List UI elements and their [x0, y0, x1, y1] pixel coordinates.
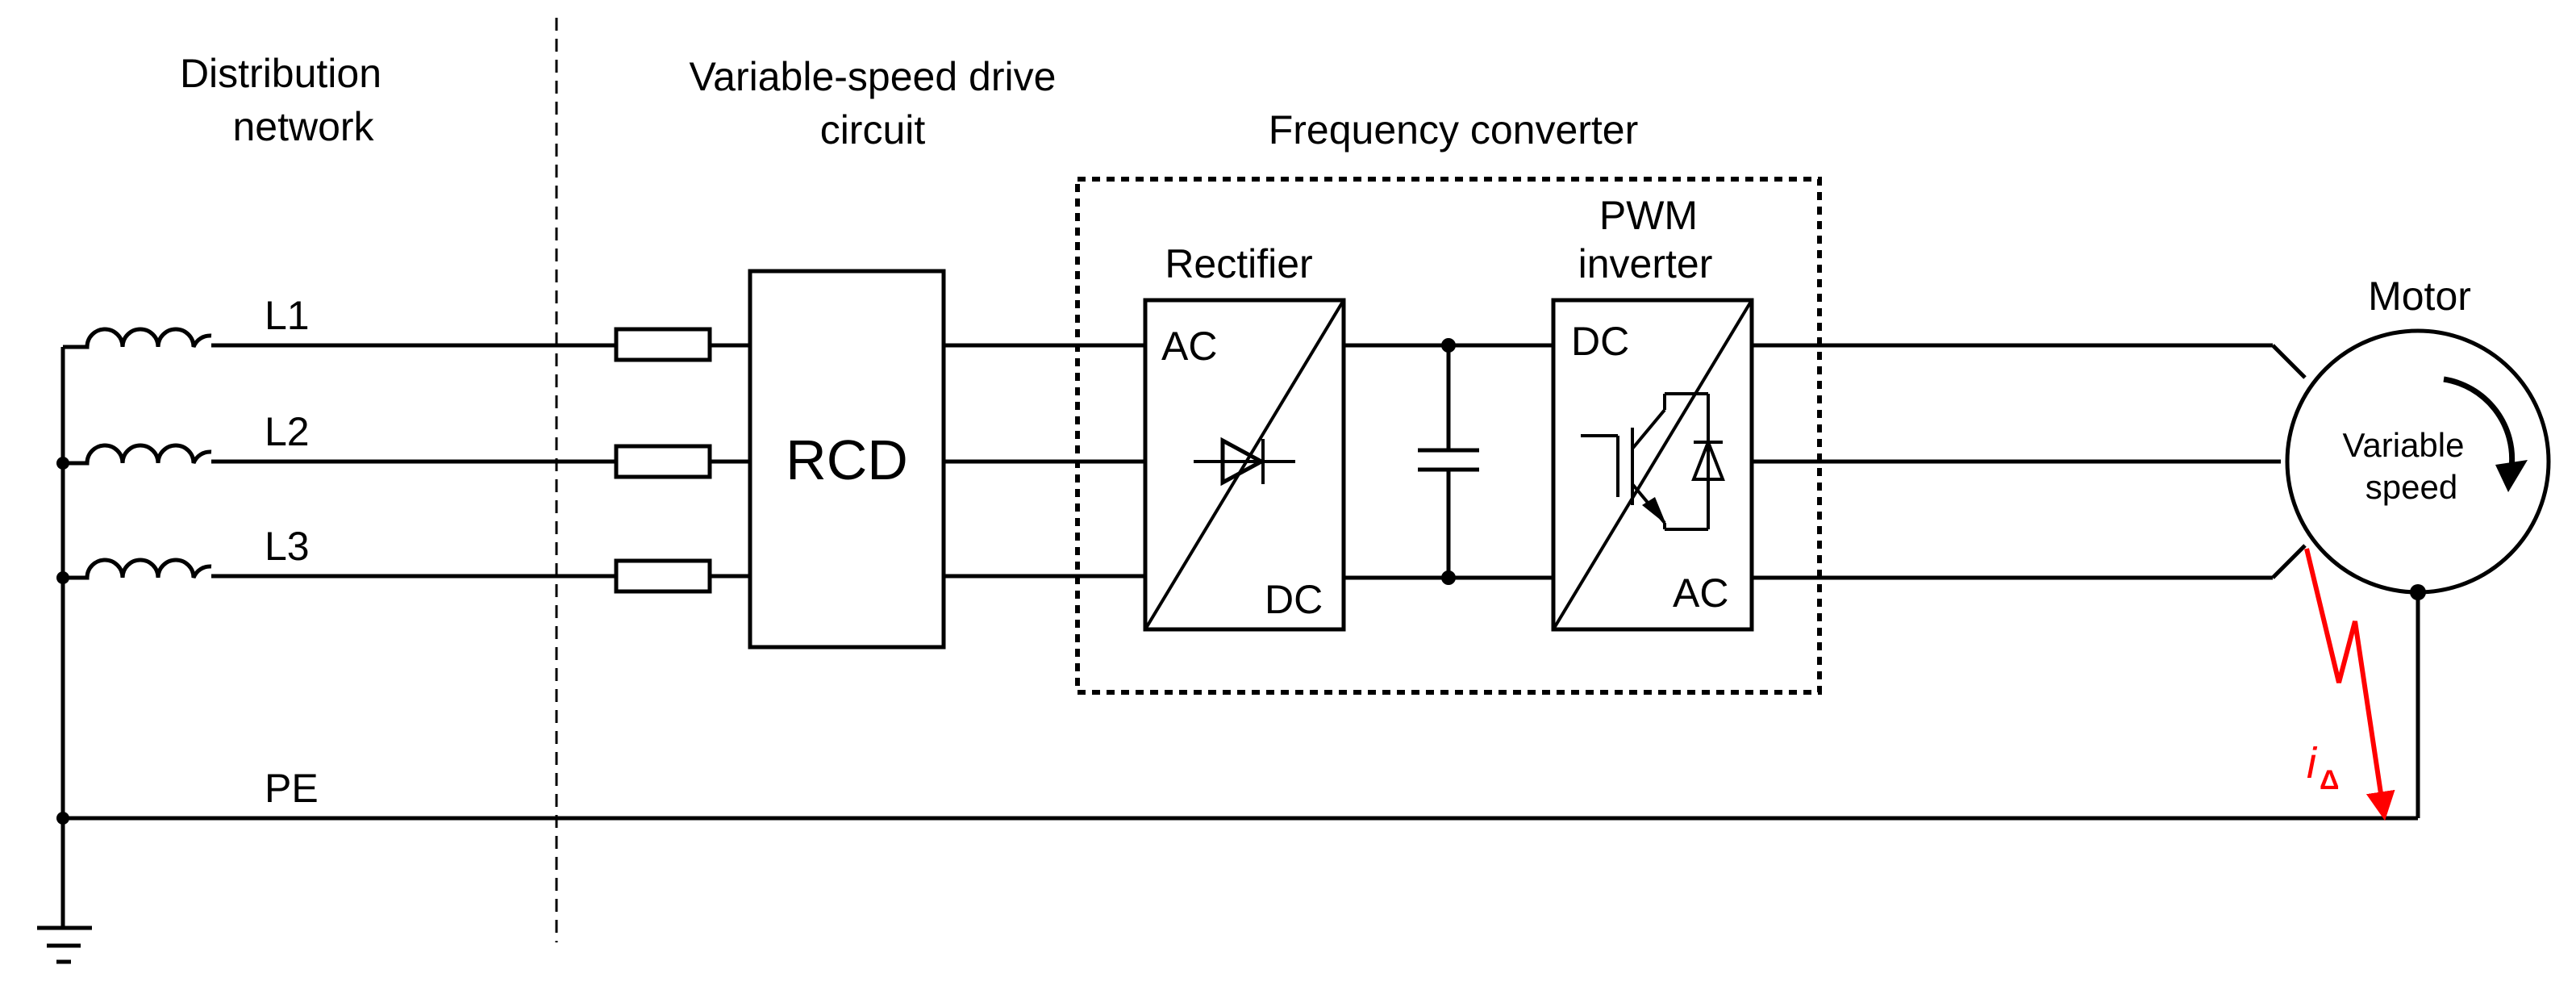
wire-w-motor-bend — [2271, 544, 2307, 579]
label-vsd-circuit-2: circuit — [820, 107, 926, 152]
label-l2: L2 — [265, 409, 310, 454]
rotation-arrow-icon — [2443, 376, 2528, 492]
label-l3: L3 — [265, 524, 310, 569]
label-rectifier: Rectifier — [1165, 241, 1312, 286]
label-inverter: inverter — [1578, 241, 1713, 286]
label-pe: PE — [265, 766, 319, 811]
fault-current-arrow — [2304, 548, 2395, 821]
label-motor: Motor — [2368, 274, 2471, 319]
frequency-converter-box — [1075, 177, 1822, 695]
label-distribution-network-2: network — [232, 104, 374, 149]
rcd-box — [748, 269, 946, 650]
label-l1: L1 — [265, 293, 310, 338]
label-rcd: RCD — [786, 428, 908, 491]
label-fault-current-sub: Δ — [2320, 765, 2339, 796]
label-rectifier-dc: DC — [1265, 577, 1323, 622]
label-inverter-ac: AC — [1673, 570, 1728, 616]
label-vsd-circuit-1: Variable-speed drive — [690, 54, 1057, 99]
label-rectifier-ac: AC — [1161, 324, 1217, 369]
capacitor-icon — [1418, 345, 1479, 578]
label-fault-current: i — [2307, 739, 2318, 788]
label-variable: Variable — [2343, 426, 2465, 464]
fuse-l2 — [614, 444, 712, 479]
label-inverter-dc: DC — [1571, 319, 1629, 364]
label-pwm: PWM — [1599, 193, 1698, 238]
wire-u-motor-bend — [2271, 344, 2307, 379]
label-frequency-converter: Frequency converter — [1269, 107, 1639, 152]
inverter-diagonal — [1552, 299, 1753, 631]
coil-l2 — [63, 443, 212, 466]
diode-icon — [1194, 437, 1295, 487]
rectifier-box — [1143, 298, 1346, 632]
label-distribution-network-1: Distribution — [180, 51, 381, 96]
rectifier-diagonal — [1144, 299, 1345, 631]
coil-l3 — [63, 558, 212, 580]
igbt-icon — [1581, 392, 1725, 531]
label-speed: speed — [2366, 468, 2457, 506]
fuse-l1 — [614, 327, 712, 362]
inverter-box — [1551, 298, 1754, 632]
fuse-l3 — [614, 558, 712, 594]
coil-l1 — [63, 327, 212, 349]
